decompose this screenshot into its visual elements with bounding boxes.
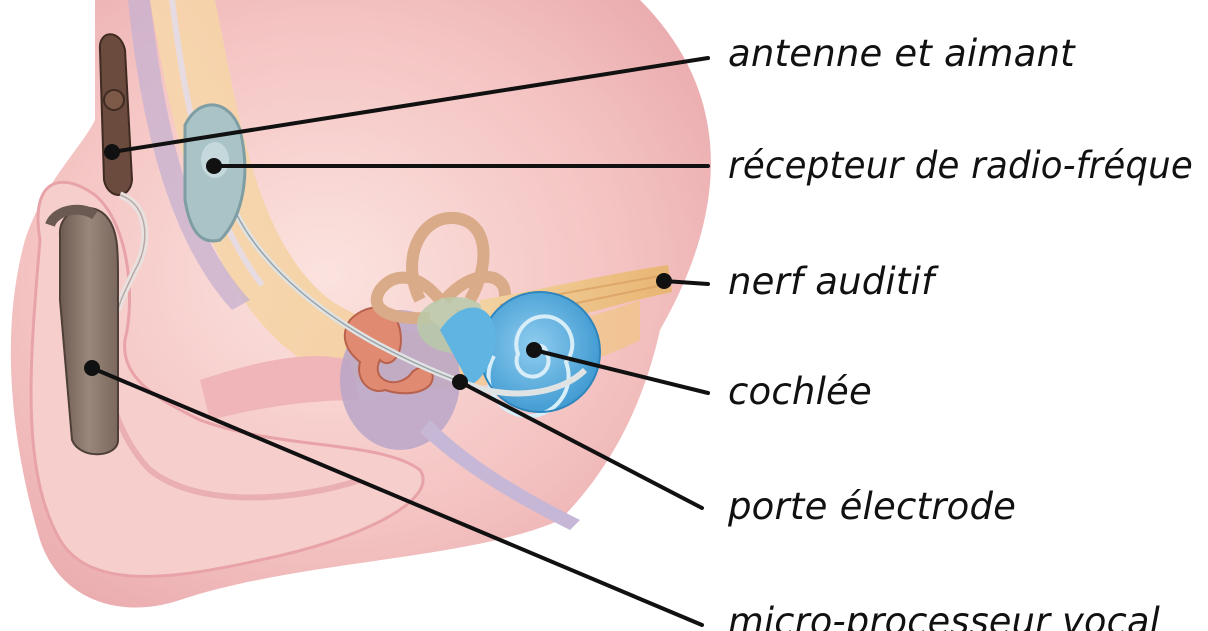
ear-illustration xyxy=(11,0,711,608)
dot-antenna xyxy=(104,144,120,160)
label-processor: micro-processeur vocal xyxy=(728,600,1161,631)
label-nerve: nerf auditif xyxy=(728,260,939,303)
label-receiver: récepteur de radio-fréque xyxy=(728,144,1193,187)
dot-processor xyxy=(84,360,100,376)
dot-cochlea xyxy=(526,342,542,358)
label-electrode: porte électrode xyxy=(727,485,1016,528)
label-cochlea: cochlée xyxy=(728,370,872,413)
dot-receiver xyxy=(206,158,222,174)
dot-electrode xyxy=(452,374,468,390)
dot-nerve xyxy=(656,273,672,289)
label-antenna: antenne et aimant xyxy=(728,32,1076,75)
